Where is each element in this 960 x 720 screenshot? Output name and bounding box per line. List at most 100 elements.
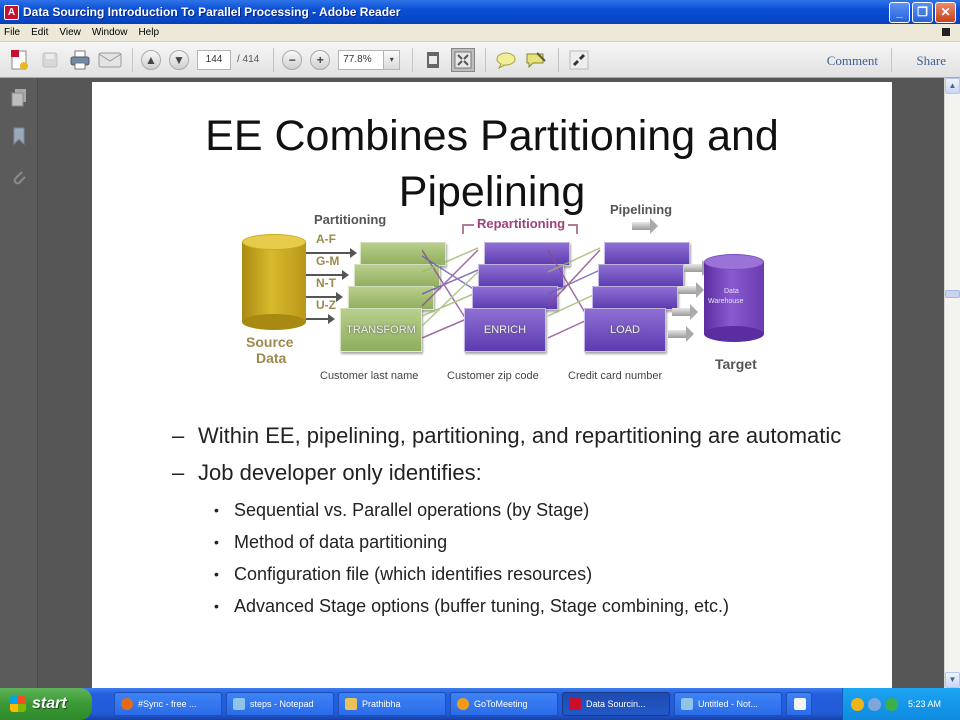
pdf-page: EE Combines Partitioning and Pipelining …: [92, 82, 892, 688]
scroll-down-button[interactable]: ▼: [945, 672, 960, 688]
bookmarks-icon[interactable]: [9, 126, 29, 146]
taskbar-item-folder[interactable]: Prathibha: [338, 692, 446, 716]
vertical-scrollbar[interactable]: ▲ ▼: [944, 78, 960, 688]
tray-sun-icon[interactable]: [851, 697, 864, 711]
clock: 5:23 AM: [908, 699, 942, 709]
task-label: #Sync - free ...: [138, 699, 197, 709]
task-label: Untitled - Not...: [698, 699, 759, 709]
scroll-up-button[interactable]: ▲: [945, 78, 960, 94]
zoom-dropdown-button[interactable]: ▾: [384, 49, 401, 70]
previous-page-button[interactable]: ▲: [141, 49, 161, 70]
full-screen-icon[interactable]: [567, 48, 591, 72]
page-total: / 414: [237, 54, 260, 65]
comment-link[interactable]: Comment: [826, 53, 878, 68]
partition-label: N-T: [316, 276, 336, 290]
taskbar-item-adobe-reader[interactable]: Data Sourcin...: [562, 692, 670, 716]
partitioning-label: Partitioning: [314, 212, 387, 227]
zoom-in-button[interactable]: +: [310, 49, 331, 70]
stage-caption: Customer zip code: [447, 370, 539, 382]
next-page-button[interactable]: ▼: [169, 49, 189, 70]
zoom-out-button[interactable]: −: [282, 49, 303, 70]
task-label: GoToMeeting: [474, 699, 528, 709]
document-viewport[interactable]: EE Combines Partitioning and Pipelining …: [38, 78, 944, 688]
close-button[interactable]: ✕: [935, 2, 956, 23]
taskbar-item-group[interactable]: [786, 692, 812, 716]
print-icon[interactable]: [68, 48, 92, 72]
slide-title: EE Combines Partitioning and Pipelining: [92, 108, 892, 220]
save-icon[interactable]: [38, 48, 62, 72]
title-bar: A Data Sourcing Introduction To Parallel…: [0, 0, 960, 24]
repartition-lines: [548, 247, 601, 339]
data-warehouse-cylinder: [704, 254, 764, 342]
menu-bar: File Edit View Window Help: [0, 24, 960, 42]
system-tray: 5:23 AM: [842, 688, 960, 720]
tray-network-icon[interactable]: [885, 697, 898, 711]
toolbar-separator: [273, 47, 275, 72]
partition-arrow-icon: [306, 314, 335, 324]
windows-logo-icon: [10, 696, 26, 712]
warehouse-label: Warehouse: [708, 298, 744, 305]
email-icon[interactable]: [98, 48, 122, 72]
taskbar-item-gotomeeting[interactable]: GoToMeeting: [450, 692, 558, 716]
toolbar-separator: [485, 47, 487, 72]
load-node: [598, 264, 684, 288]
start-button[interactable]: start: [0, 688, 92, 720]
close-document-icon[interactable]: [942, 28, 950, 36]
parallel-processing-diagram: Partitioning Repartitioning Pipelining S…: [232, 202, 832, 420]
sub-bullet-item: Configuration file (which identifies res…: [172, 558, 852, 590]
menu-file[interactable]: File: [4, 27, 21, 38]
share-link[interactable]: Share: [916, 53, 946, 68]
menu-edit[interactable]: Edit: [31, 27, 49, 38]
firefox-icon: [121, 698, 133, 710]
notepad-icon: [681, 698, 693, 710]
transform-stage: TRANSFORM: [340, 308, 422, 352]
output-arrow-icon: [668, 326, 694, 342]
pipelining-label: Pipelining: [610, 202, 673, 217]
taskbar-item-notepad[interactable]: steps - Notepad: [226, 692, 334, 716]
transform-node: [348, 286, 434, 310]
pages-icon[interactable]: [9, 88, 29, 108]
fit-width-icon[interactable]: [421, 48, 445, 72]
source-label-data: Data: [256, 350, 287, 366]
task-label: Prathibha: [362, 699, 401, 709]
menu-window[interactable]: Window: [91, 27, 128, 38]
window-group-icon: [794, 698, 806, 710]
minimize-button[interactable]: _: [889, 2, 910, 23]
toolbar-separator: [412, 47, 414, 72]
toolbar-separator: [558, 47, 560, 72]
menu-help[interactable]: Help: [138, 27, 160, 38]
sub-bullet-item: Method of data partitioning: [172, 526, 852, 558]
target-label: Target: [715, 356, 757, 372]
create-pdf-icon[interactable]: [8, 48, 32, 72]
taskbar-item-sync[interactable]: #Sync - free ...: [114, 692, 222, 716]
page-number-input[interactable]: 144: [197, 49, 231, 70]
task-label: Data Sourcin...: [586, 699, 646, 709]
fit-page-icon[interactable]: [451, 47, 476, 72]
highlight-icon[interactable]: [524, 48, 548, 72]
stage-caption: Credit card number: [568, 370, 663, 382]
zoom-level-input[interactable]: 77.8%: [338, 49, 385, 70]
sub-bullet-item: Sequential vs. Parallel operations (by S…: [172, 494, 852, 526]
slide-title-line-1: EE Combines Partitioning and: [205, 112, 779, 160]
enrich-node: [478, 264, 564, 288]
taskbar-item-untitled-notepad[interactable]: Untitled - Not...: [674, 692, 782, 716]
restore-button[interactable]: ❐: [912, 2, 933, 23]
start-label: start: [32, 695, 67, 712]
partition-arrow-icon: [306, 248, 357, 258]
toolbar: ▲ ▼ 144 / 414 − + 77.8% ▾ Comment Share: [0, 42, 960, 78]
source-data-cylinder: [242, 234, 306, 330]
tray-volume-icon[interactable]: [868, 697, 881, 711]
scroll-thumb[interactable]: [945, 290, 960, 298]
output-arrow-icon: [684, 260, 710, 276]
adobe-reader-icon: [569, 698, 581, 710]
sticky-note-icon[interactable]: [494, 48, 518, 72]
menu-view[interactable]: View: [59, 27, 81, 38]
slide-title-line-2: Pipelining: [398, 168, 586, 216]
attachments-icon[interactable]: [9, 168, 29, 188]
repartitioning-label: Repartitioning: [474, 216, 569, 231]
notepad-icon: [233, 698, 245, 710]
bullet-item: Within EE, pipelining, partitioning, and…: [172, 420, 852, 451]
warehouse-label: Data: [724, 288, 739, 295]
slide-bullets: Within EE, pipelining, partitioning, and…: [172, 420, 852, 620]
partition-arrow-icon: [306, 292, 343, 302]
